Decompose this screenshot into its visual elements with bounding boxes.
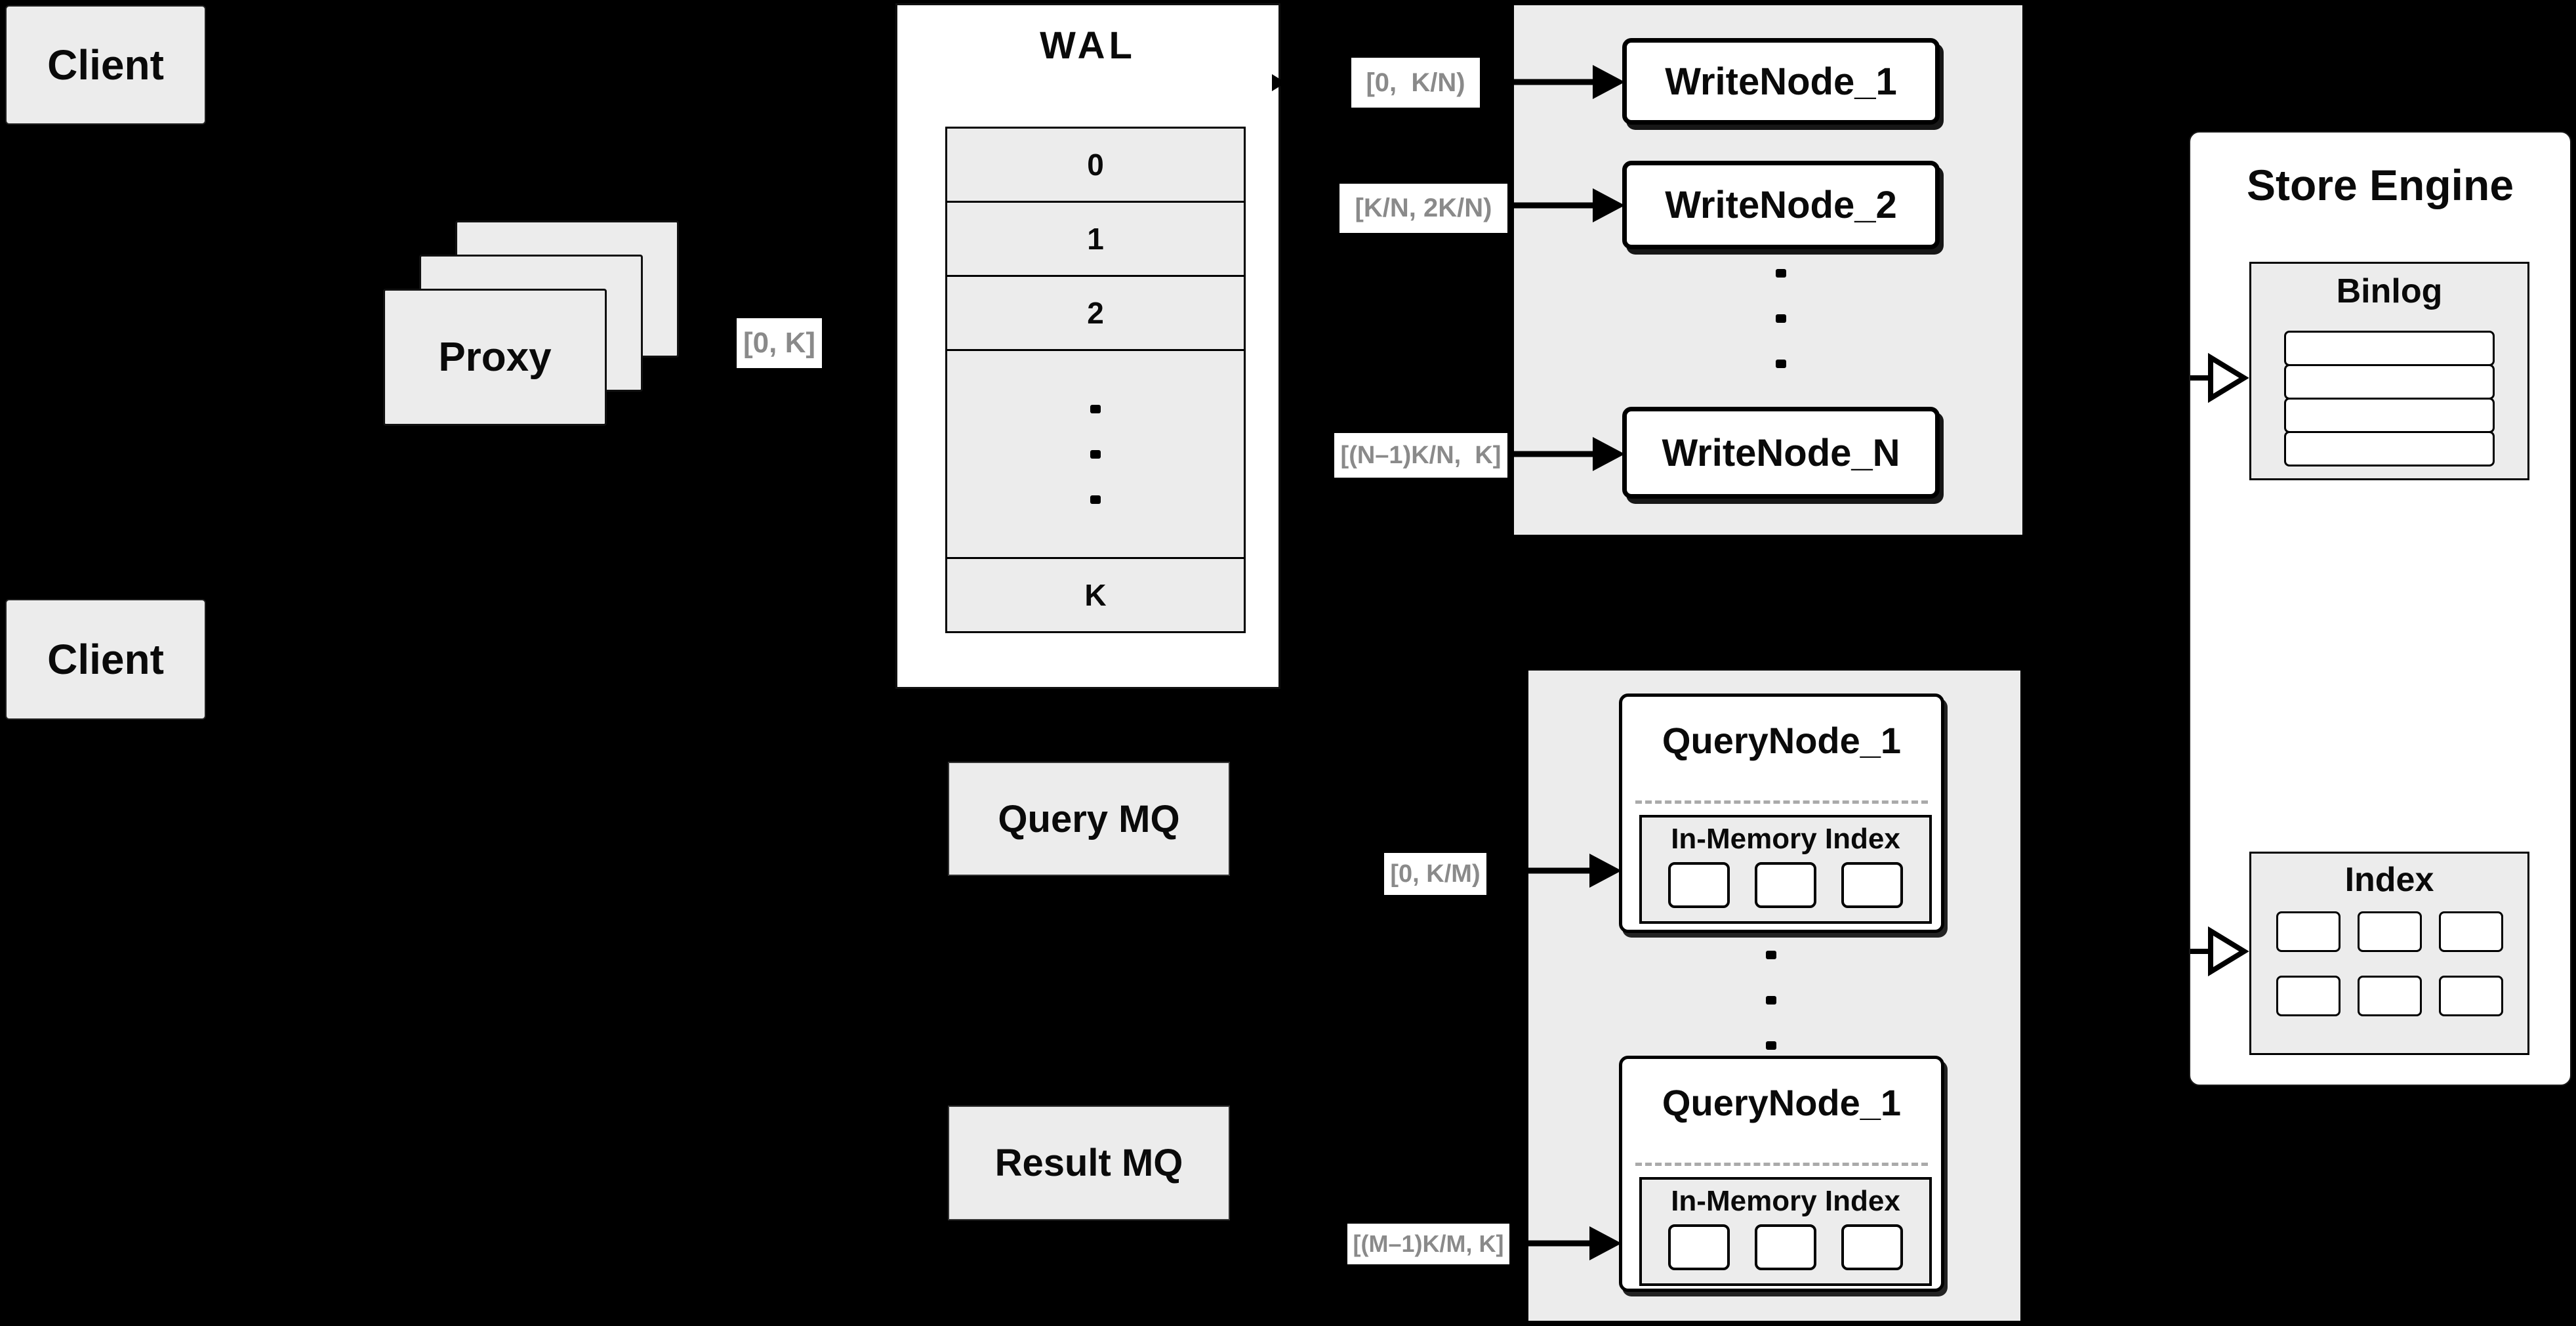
- in-memory-index-box-bottom: In-Memory Index: [1639, 1177, 1932, 1286]
- flow-label-resultmq-to-querynode-m: [(M–1)K/M, K]: [1347, 1224, 1509, 1264]
- index-box: Index: [2249, 852, 2529, 1055]
- wal-row-k-label: K: [1084, 578, 1107, 612]
- wal-ellipsis-dots: [1090, 382, 1101, 526]
- client-top-label: Client: [47, 41, 164, 89]
- writenode-2-box: WriteNode_2: [1622, 161, 1940, 249]
- ellipsis-dot-icon: [1090, 449, 1101, 459]
- binlog-rows: [2284, 331, 2495, 466]
- binlog-title: Binlog: [2336, 272, 2443, 310]
- flow-label-resultmq-to-querynode-m-text: [(M–1)K/M, K]: [1353, 1230, 1504, 1257]
- proxy-card-front: Proxy: [383, 289, 607, 426]
- flow-label-wal-to-writenode-n-text: [(N–1)K/N, K]: [1340, 441, 1502, 469]
- proxy-stack: Proxy: [383, 220, 685, 430]
- wal-title: WAL: [1040, 24, 1136, 67]
- index-segment: [1755, 862, 1816, 908]
- querynode-top-box: QueryNode_1 In-Memory Index: [1619, 694, 1944, 933]
- querynode-top-title: QueryNode_1: [1662, 720, 1902, 761]
- binlog-row: [2284, 431, 2495, 466]
- flow-label-proxy-to-wal: [0, K]: [737, 318, 822, 368]
- writenode-group: WriteNode_1 WriteNode_2 WriteNode_N: [1514, 5, 2022, 535]
- ellipsis-dot-icon: [1090, 495, 1101, 504]
- flow-label-wal-to-writenode-1-text: [0, K/N): [1366, 68, 1465, 97]
- writenode-n-box: WriteNode_N: [1622, 407, 1940, 499]
- querynode-ellipsis-dots: [1766, 949, 1776, 1051]
- writenode-n-label: WriteNode_N: [1662, 431, 1900, 474]
- writenode-2-label: WriteNode_2: [1665, 184, 1897, 226]
- binlog-box: Binlog: [2249, 262, 2529, 480]
- client-box-bottom: Client: [5, 599, 206, 720]
- in-memory-index-bottom-segments: [1642, 1224, 1929, 1270]
- client-bottom-label: Client: [47, 636, 164, 683]
- flow-label-wal-to-writenode-2: [K/N, 2K/N): [1339, 184, 1507, 233]
- index-segment: [1755, 1224, 1816, 1270]
- flow-label-querymq-to-querynode-1-text: [0, K/M): [1390, 860, 1481, 888]
- index-cell: [2438, 976, 2503, 1016]
- flow-label-querymq-to-querynode-1: [0, K/M): [1384, 853, 1486, 895]
- index-title: Index: [2344, 861, 2434, 899]
- wal-row-0-label: 0: [1087, 148, 1104, 182]
- store-engine-title: Store Engine: [2246, 161, 2514, 209]
- index-cell: [2357, 976, 2422, 1016]
- in-memory-index-top-segments: [1642, 862, 1929, 908]
- query-mq-label: Query MQ: [998, 797, 1180, 840]
- ellipsis-dot-icon: [1776, 269, 1786, 278]
- ellipsis-dot-icon: [1766, 1041, 1776, 1050]
- ellipsis-dot-icon: [1766, 951, 1776, 959]
- in-memory-index-box-top: In-Memory Index: [1639, 815, 1932, 924]
- index-segment: [1668, 1224, 1730, 1270]
- index-cell: [2357, 911, 2422, 952]
- proxy-label: Proxy: [438, 335, 552, 380]
- result-mq-box: Result MQ: [948, 1106, 1230, 1220]
- wal-table: 0 1 2 K: [945, 127, 1246, 633]
- binlog-row: [2284, 364, 2495, 400]
- querynode-bottom-box: QueryNode_1 In-Memory Index: [1619, 1056, 1944, 1292]
- writenode-1-label: WriteNode_1: [1665, 60, 1897, 103]
- index-segment: [1841, 862, 1903, 908]
- index-cell: [2276, 976, 2341, 1016]
- in-memory-index-top-title: In-Memory Index: [1671, 823, 1900, 855]
- index-segment: [1841, 1224, 1903, 1270]
- ellipsis-dot-icon: [1766, 996, 1776, 1005]
- ellipsis-dot-icon: [1776, 360, 1786, 368]
- wal-row-1-label: 1: [1087, 222, 1104, 256]
- wal-row-0: 0: [947, 129, 1244, 203]
- flow-label-wal-to-writenode-2-text: [K/N, 2K/N): [1355, 194, 1492, 222]
- flow-label-proxy-to-wal-text: [0, K]: [743, 327, 815, 359]
- querynode-top-divider: [1635, 800, 1928, 804]
- querynode-bottom-divider: [1635, 1163, 1928, 1166]
- wal-row-2: 2: [947, 277, 1244, 351]
- index-cell: [2438, 911, 2503, 952]
- ellipsis-dot-icon: [1090, 404, 1101, 413]
- store-engine-box: Store Engine Binlog Index: [2189, 131, 2571, 1086]
- result-mq-label: Result MQ: [994, 1142, 1183, 1184]
- client-box-top: Client: [5, 5, 206, 125]
- in-memory-index-bottom-title: In-Memory Index: [1671, 1185, 1900, 1217]
- wal-row-ellipsis: [947, 351, 1244, 559]
- flow-label-wal-to-writenode-n: [(N–1)K/N, K]: [1334, 433, 1507, 478]
- wal-row-2-label: 2: [1087, 296, 1104, 330]
- writenode-ellipsis-dots: [1776, 268, 1786, 369]
- ellipsis-dot-icon: [1776, 314, 1786, 323]
- wal-row-1: 1: [947, 203, 1244, 277]
- query-mq-box: Query MQ: [948, 762, 1230, 876]
- querynode-bottom-title: QueryNode_1: [1662, 1082, 1902, 1123]
- binlog-row: [2284, 331, 2495, 366]
- wal-box: WAL 0 1 2 K: [895, 3, 1280, 689]
- index-cell: [2276, 911, 2341, 952]
- querynode-group: QueryNode_1 In-Memory Index QueryNode_1 …: [1528, 671, 2020, 1321]
- binlog-row: [2284, 398, 2495, 433]
- writenode-1-box: WriteNode_1: [1622, 38, 1940, 125]
- index-cells: [2270, 911, 2509, 1016]
- wal-row-k: K: [947, 559, 1244, 631]
- flow-label-wal-to-writenode-1: [0, K/N): [1351, 58, 1480, 108]
- index-segment: [1668, 862, 1730, 908]
